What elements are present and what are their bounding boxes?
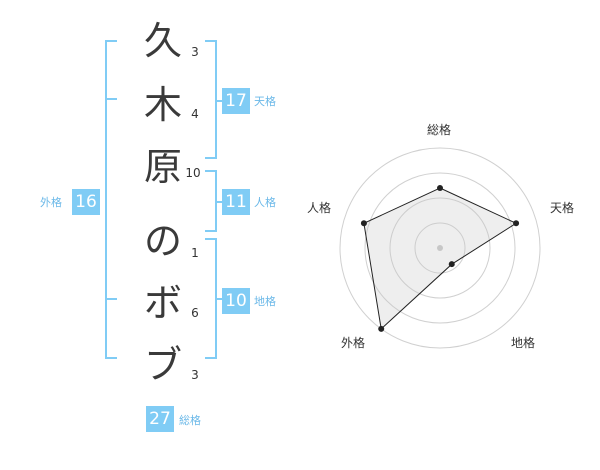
stroke-count-4: 1 [191,246,199,260]
radar-point-5 [360,220,367,227]
radar-ring [389,197,491,299]
radar-point-2 [513,220,520,227]
radar-axis-label-tenkaku: 天格 [550,201,575,215]
name-char-2: 木 [143,83,182,127]
bracket-tick [105,98,117,100]
radar-center-dot [437,245,443,251]
radar-point-1 [437,185,443,191]
stroke-count-5: 6 [191,306,199,320]
soukaku-label: 総格 [179,414,201,427]
radar-ring [414,222,466,274]
radar-axis-label-gaikaku: 外格 [341,336,366,350]
bracket-tick [217,201,223,203]
jinkaku-label: 人格 [254,196,276,209]
stroke-count-1: 3 [191,45,199,59]
stroke-count-3: 10 [185,166,201,180]
stroke-count-2: 4 [191,107,199,121]
tenkaku-badge: 17 [222,88,250,114]
name-char-4: の [143,219,182,263]
gaikaku-badge: 16 [72,189,100,215]
stroke-count-6: 3 [191,368,199,382]
bracket-tick [105,298,117,300]
radar-axis-label-chikaku: 地格 [511,336,536,350]
radar-polygon [363,187,518,330]
bracket-tick [217,298,223,300]
name-char-6: ブ [143,343,182,387]
soukaku-badge: 27 [146,406,174,432]
radar-axis-label-soukaku: 総格 [427,123,452,137]
gaikaku-label: 外格 [40,196,62,209]
gaikaku-bracket [105,40,117,359]
jinkaku-bracket [205,170,217,232]
chikaku-badge: 10 [222,288,250,314]
chikaku-bracket [205,238,217,359]
radar-ring [339,147,541,349]
radar-point-4 [378,325,385,332]
radar-point-3 [448,261,455,268]
radar-ring [364,172,516,324]
tenkaku-bracket [205,40,217,159]
bracket-tick [217,100,223,102]
name-char-3: 原 [143,145,182,189]
name-char-5: ボ [143,281,182,325]
jinkaku-badge: 11 [222,189,250,215]
chikaku-label: 地格 [254,295,276,308]
tenkaku-label: 天格 [254,95,276,108]
name-char-1: 久 [143,19,182,63]
radar-axis-label-jinkaku: 人格 [307,201,332,215]
